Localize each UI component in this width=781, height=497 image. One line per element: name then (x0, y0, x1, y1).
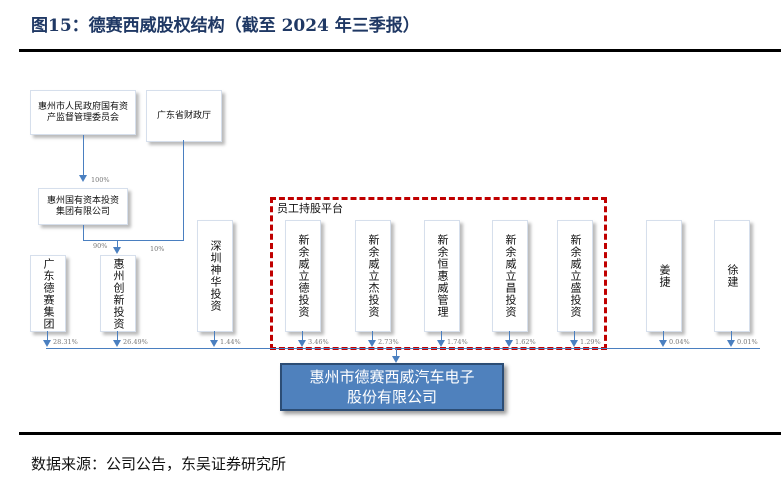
arrow-icon (210, 340, 218, 347)
connector (47, 331, 48, 341)
shareholder-box: 新余威立昌投资 (492, 220, 528, 332)
pct-label: 2.73% (378, 338, 399, 346)
pct-label: 0.01% (737, 338, 758, 346)
pct-label: 3.46% (308, 338, 329, 346)
connector (83, 135, 84, 175)
company-name-line2: 股份有限公司 (346, 388, 437, 406)
connector (372, 331, 373, 341)
arrow-icon (659, 340, 667, 347)
bottom-divider (19, 432, 781, 435)
pct-label: 28.31% (53, 338, 78, 346)
company-name-line1: 惠州市德赛西威汽车电子 (309, 368, 475, 386)
arrow-icon (368, 340, 376, 347)
shareholder-box: 姜捷 (646, 220, 682, 332)
pct-label: 1.74% (447, 338, 468, 346)
connector (731, 331, 732, 341)
shareholder-box: 深圳神华投资 (197, 220, 233, 332)
arrow-icon (298, 340, 306, 347)
employee-platform-label: 员工持股平台 (277, 202, 343, 215)
arrow-icon (43, 340, 51, 347)
shareholder-box: 徐建 (714, 220, 750, 332)
arrow-icon (570, 340, 578, 347)
shareholder-box: 新余威立德投资 (285, 220, 321, 332)
arrow-icon (727, 340, 735, 347)
pct-label: 10% (150, 245, 165, 253)
shareholder-box: 广东德赛集团 (30, 255, 66, 332)
shareholder-box: 新余威立盛投资 (557, 220, 593, 332)
top-divider (19, 49, 781, 52)
shareholder-box: 新余威立杰投资 (355, 220, 391, 332)
pct-label: 100% (91, 176, 110, 184)
arrow-icon (113, 247, 121, 254)
arrow-icon (113, 340, 121, 347)
pct-label: 0.04% (669, 338, 690, 346)
shareholder-box: 新余恒惠威管理 (424, 220, 460, 332)
connector (83, 225, 84, 241)
box-sasac: 惠州市人民政府国有资产监督管理委员会 (30, 90, 136, 135)
figure-title: 图15：德赛西威股权结构（截至 2024 年三季报） (31, 16, 420, 36)
arrow-icon (392, 356, 400, 363)
connector (214, 331, 215, 341)
connector (574, 331, 575, 341)
connector (117, 240, 118, 248)
connector (396, 348, 397, 357)
arrow-icon (437, 340, 445, 347)
pct-label: 1.44% (220, 338, 241, 346)
box-finance: 广东省财政厅 (146, 90, 222, 142)
pct-label: 26.49% (123, 338, 148, 346)
connector (509, 331, 510, 341)
box-capital: 惠州国有资本投资集团有限公司 (38, 188, 128, 225)
shareholder-box: 惠州创新投资 (100, 255, 136, 332)
shareholder-bus-line (46, 348, 760, 349)
arrow-icon (79, 175, 87, 182)
connector (183, 140, 184, 241)
connector (441, 331, 442, 341)
connector (117, 331, 118, 341)
connector (83, 240, 184, 241)
arrow-icon (505, 340, 513, 347)
pct-label: 90% (93, 242, 108, 250)
company-box: 惠州市德赛西威汽车电子 股份有限公司 (280, 363, 504, 411)
source-note: 数据来源：公司公告，东吴证券研究所 (31, 455, 287, 473)
connector (302, 331, 303, 341)
connector (663, 331, 664, 341)
pct-label: 1.62% (515, 338, 536, 346)
pct-label: 1.29% (580, 338, 601, 346)
